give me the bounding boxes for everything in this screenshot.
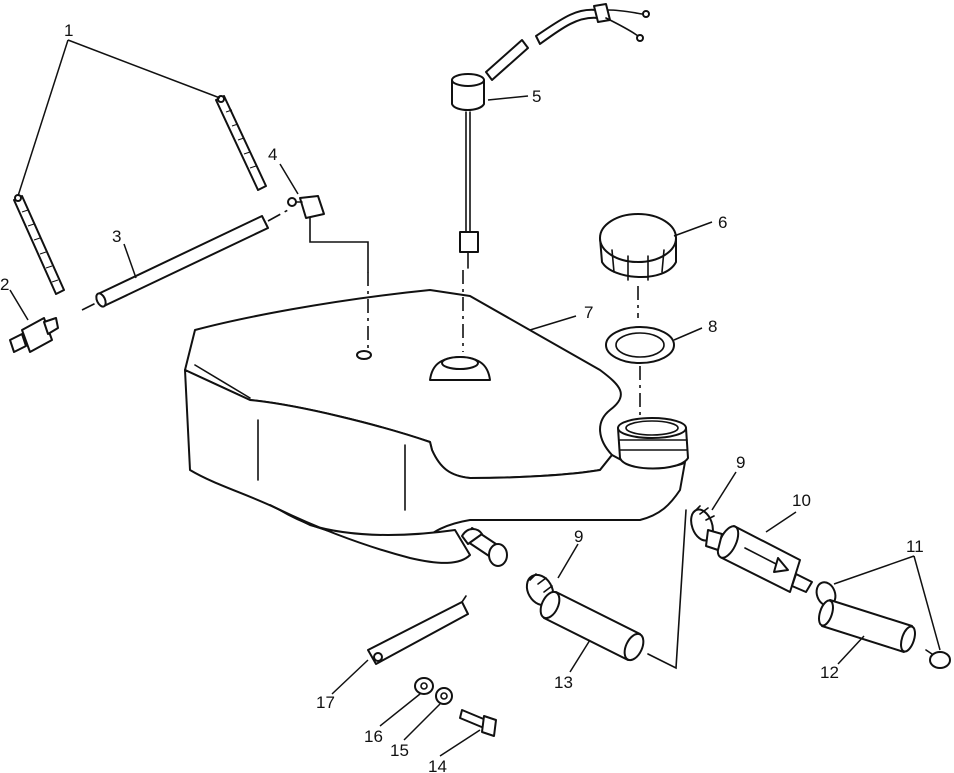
callout-16: 16 xyxy=(364,727,383,746)
strap-1-left xyxy=(13,194,65,295)
callout-labels: 1 2 3 4 5 6 7 8 9 10 11 12 13 14 15 16 1… xyxy=(0,21,924,773)
vent-tube xyxy=(81,209,289,311)
callout-13: 13 xyxy=(554,673,573,692)
cap-gasket xyxy=(605,326,675,418)
hose-routing-line xyxy=(647,509,687,670)
fuel-hose-13 xyxy=(539,590,645,662)
callout-12: 12 xyxy=(820,663,839,682)
lock-washer-15 xyxy=(435,687,453,705)
hose-clamp-11-b xyxy=(925,649,951,669)
callout-9-left: 9 xyxy=(574,527,583,546)
elbow-fitting xyxy=(287,195,369,350)
bolt-14 xyxy=(459,709,497,737)
callout-7: 7 xyxy=(584,303,593,322)
callout-4: 4 xyxy=(268,145,277,164)
bracket-17 xyxy=(367,595,469,665)
callout-11: 11 xyxy=(906,537,924,556)
callout-5: 5 xyxy=(532,87,541,106)
fuel-sender xyxy=(451,3,650,352)
filler-neck xyxy=(617,417,689,470)
fuel-filter xyxy=(705,525,813,593)
callout-1: 1 xyxy=(64,21,73,40)
callout-15: 15 xyxy=(390,741,409,760)
callout-17: 17 xyxy=(316,693,335,712)
fuel-cap xyxy=(599,213,677,318)
fuel-hose-12 xyxy=(818,599,916,653)
callout-3: 3 xyxy=(112,227,121,246)
strap-1-right xyxy=(215,95,267,191)
tank-outlet-fitting xyxy=(461,527,508,567)
callout-2: 2 xyxy=(0,275,9,294)
callout-14: 14 xyxy=(428,757,447,773)
callout-8: 8 xyxy=(708,317,717,336)
callout-6: 6 xyxy=(718,213,727,232)
callout-9-right: 9 xyxy=(736,453,745,472)
callout-10: 10 xyxy=(792,491,811,510)
vent-valve xyxy=(9,317,59,353)
fuel-tank xyxy=(184,289,686,564)
washer-16 xyxy=(414,677,434,695)
leader-lines xyxy=(9,39,941,757)
